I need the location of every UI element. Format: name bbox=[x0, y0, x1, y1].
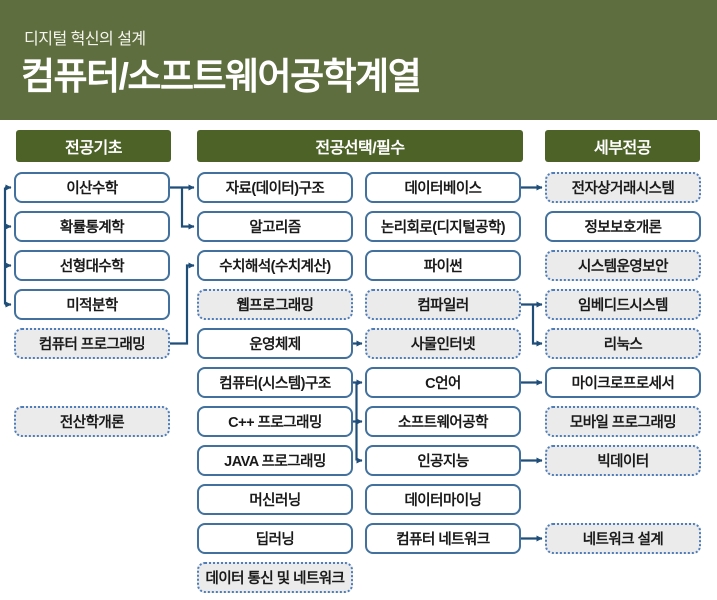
course-box: 컴파일러 bbox=[365, 289, 521, 320]
arrow bbox=[531, 304, 543, 347]
course-box: 모바일 프로그래밍 bbox=[545, 406, 701, 437]
section-header-2: 세부전공 bbox=[545, 130, 700, 162]
section-header-0: 전공기초 bbox=[16, 130, 171, 162]
course-box: 컴퓨터(시스템)구조 bbox=[197, 367, 353, 398]
course-box: 파이썬 bbox=[365, 250, 521, 281]
course-box: 운영체제 bbox=[197, 328, 353, 359]
course-box: 마이크로프로세서 bbox=[545, 367, 701, 398]
page-title: 컴퓨터/소프트웨어공학계열 bbox=[21, 56, 422, 97]
course-box: 빅데이터 bbox=[545, 445, 701, 476]
course-box: 시스템운영보안 bbox=[545, 250, 701, 281]
section-header-1: 전공선택/필수 bbox=[197, 130, 523, 162]
course-box: 리눅스 bbox=[545, 328, 701, 359]
course-box: 전산학개론 bbox=[14, 406, 170, 437]
course-box: C언어 bbox=[365, 367, 521, 398]
course-box: 자료(데이터)구조 bbox=[197, 172, 353, 203]
course-box: 컴퓨터 프로그래밍 bbox=[14, 328, 170, 359]
course-box: 소프트웨어공학 bbox=[365, 406, 521, 437]
course-box: 네트워크 설계 bbox=[545, 523, 701, 554]
course-box: 딥러닝 bbox=[197, 523, 353, 554]
course-box: 웹프로그래밍 bbox=[197, 289, 353, 320]
course-box: 논리회로(디지털공학) bbox=[365, 211, 521, 242]
course-box: 데이터마이닝 bbox=[365, 484, 521, 515]
course-box: 선형대수학 bbox=[14, 250, 170, 281]
course-box: 데이터베이스 bbox=[365, 172, 521, 203]
course-box: 인공지능 bbox=[365, 445, 521, 476]
course-box: 데이터 통신 및 네트워크 bbox=[197, 562, 353, 593]
course-box: 이산수학 bbox=[14, 172, 170, 203]
course-box: JAVA 프로그래밍 bbox=[197, 445, 353, 476]
course-box: 컴퓨터 네트워크 bbox=[365, 523, 521, 554]
course-box: 전자상거래시스템 bbox=[545, 172, 701, 203]
course-box: 정보보호개론 bbox=[545, 211, 701, 242]
course-box: 확률통계학 bbox=[14, 211, 170, 242]
course-box: 임베디드시스템 bbox=[545, 289, 701, 320]
course-box: 미적분학 bbox=[14, 289, 170, 320]
course-box: 머신러닝 bbox=[197, 484, 353, 515]
course-box: 수치해석(수치계산) bbox=[197, 250, 353, 281]
page-banner: 디지털 혁신의 설계 컴퓨터/소프트웨어공학계열 bbox=[0, 0, 717, 120]
course-box: 알고리즘 bbox=[197, 211, 353, 242]
course-box: 사물인터넷 bbox=[365, 328, 521, 359]
banner-subtitle: 디지털 혁신의 설계 bbox=[24, 31, 146, 48]
arrow bbox=[180, 187, 195, 230]
arrow bbox=[170, 262, 195, 345]
course-box: C++ 프로그래밍 bbox=[197, 406, 353, 437]
